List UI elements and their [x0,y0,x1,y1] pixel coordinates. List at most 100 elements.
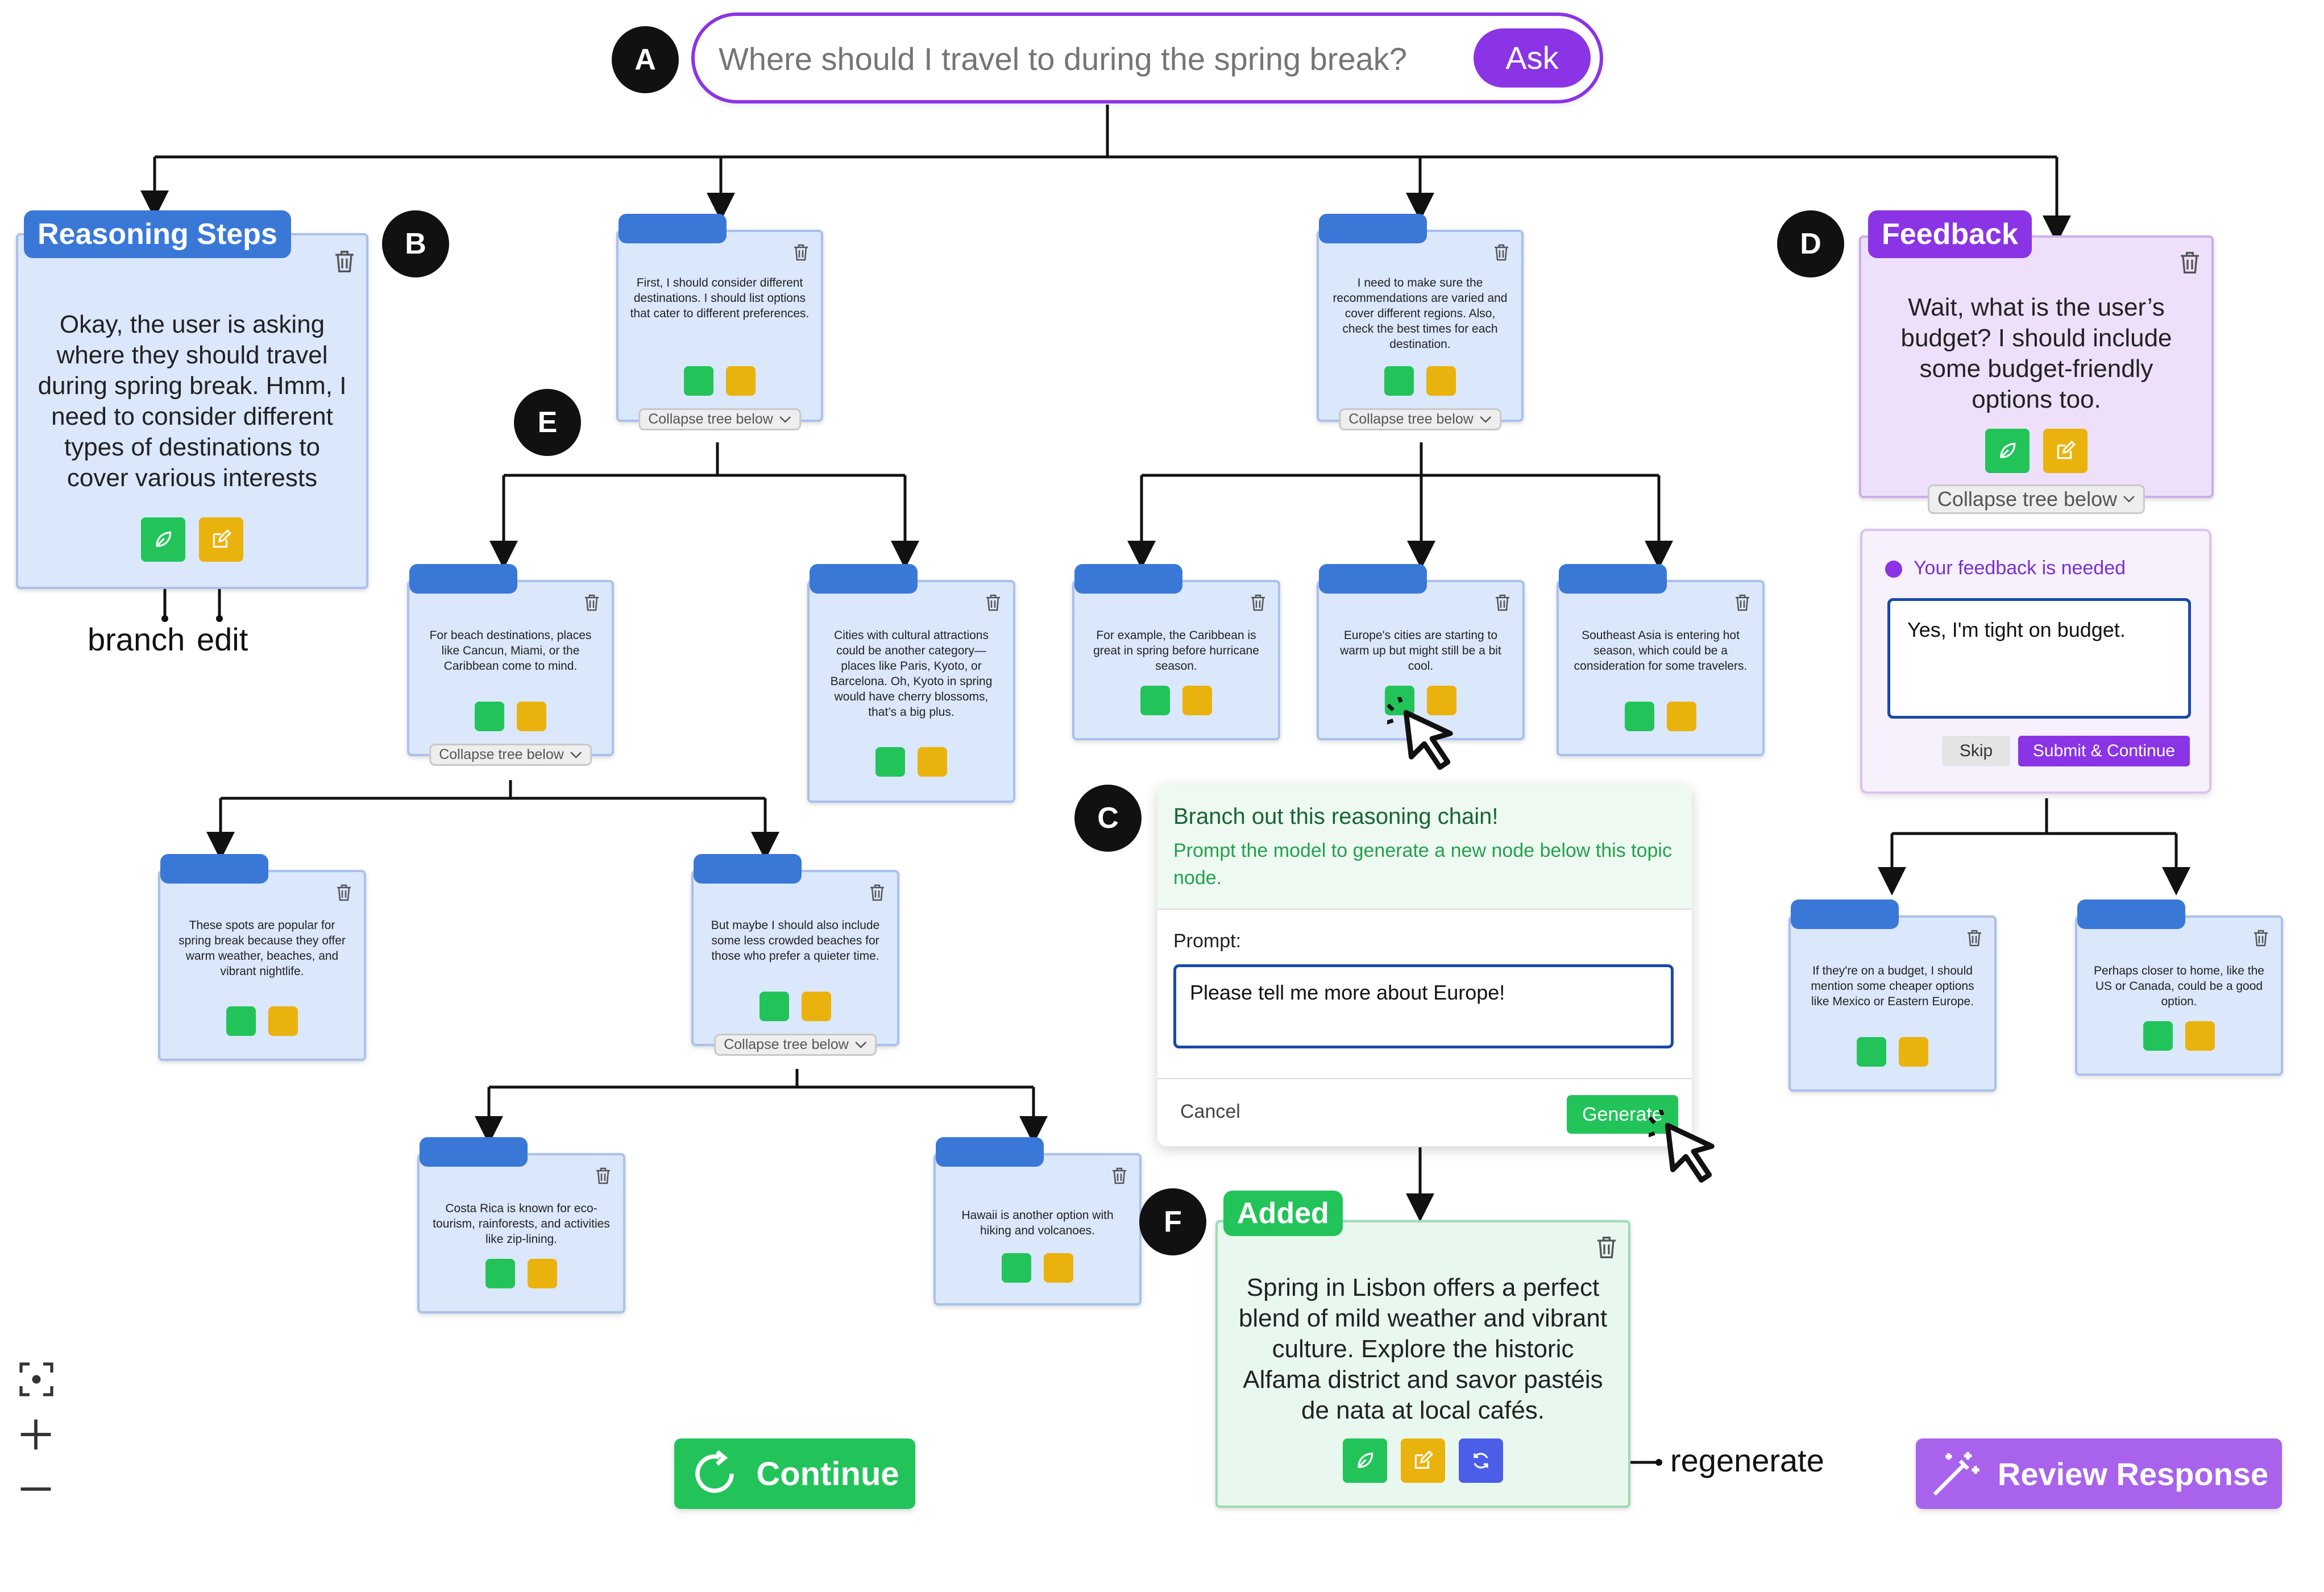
edit-button[interactable] [2185,1021,2215,1051]
collapse-tree-button[interactable]: Collapse tree below [638,408,801,430]
edit-button[interactable] [1899,1037,1928,1067]
edit-button[interactable] [1044,1253,1073,1283]
edit-button[interactable] [528,1259,557,1288]
branch-button[interactable] [1140,686,1170,715]
ask-button[interactable]: Ask [1474,28,1591,88]
collapse-tree-button[interactable]: Collapse tree below [1339,408,1501,430]
skip-button[interactable]: Skip [1942,736,2010,766]
collapse-tree-button[interactable]: Collapse tree below [1927,484,2145,514]
trash-icon[interactable] [2252,929,2269,947]
generate-button[interactable]: Generate [1567,1095,1678,1134]
query-input[interactable] [717,34,1470,83]
reasoning-node[interactable]: For beach destinations, places like Canc… [407,564,614,766]
trash-icon[interactable] [985,594,1002,612]
trash-icon[interactable] [1734,594,1751,612]
collapse-tree-button[interactable]: Collapse tree below [429,744,592,766]
edit-button[interactable] [1426,366,1456,396]
edit-button[interactable] [517,702,546,731]
reasoning-node[interactable]: These spots are popular for spring break… [158,854,366,1061]
reasoning-node[interactable]: Southeast Asia is entering hot season, w… [1557,564,1765,756]
node-tab[interactable] [1559,564,1667,594]
branch-button[interactable] [2143,1021,2173,1051]
feedback-input[interactable]: Yes, I'm tight on budget. [1887,598,2191,719]
node-tab[interactable] [694,854,802,884]
branch-button[interactable] [226,1006,256,1036]
edit-button[interactable] [726,366,756,396]
node-tab[interactable] [409,564,517,594]
edit-button[interactable] [802,992,831,1021]
branch-button[interactable] [141,517,185,562]
node-tab[interactable] [420,1137,528,1167]
node-text: I need to make sure the recommendations … [1333,276,1508,351]
reasoning-node[interactable]: If they're on a budget, I should mention… [1788,899,1997,1092]
branch-button[interactable] [475,702,504,731]
zoom-in-icon[interactable] [17,1416,55,1453]
prompt-input[interactable]: Please tell me more about Europe! [1173,964,1674,1048]
reasoning-node[interactable]: I need to make sure the recommendations … [1317,214,1524,430]
feedback-node[interactable]: Wait, what is the user’s budget? I shoul… [1859,235,2214,514]
node-tab[interactable] [936,1137,1044,1167]
node-tab[interactable] [810,564,918,594]
trash-icon[interactable] [1493,243,1510,262]
node-tab[interactable] [160,854,268,884]
node-tab[interactable] [1074,564,1182,594]
branch-button[interactable] [684,366,713,396]
trash-icon[interactable] [595,1167,612,1185]
edit-button[interactable] [199,517,243,562]
continue-button[interactable]: Continue [674,1438,915,1509]
branch-button[interactable] [1384,366,1414,396]
node-text: For example, the Caribbean is great in s… [1093,629,1259,673]
trash-icon[interactable] [1494,594,1511,612]
trash-icon[interactable] [335,884,352,902]
collapse-tree-button[interactable]: Collapse tree below [714,1034,877,1056]
branch-dialog: Branch out this reasoning chain! Prompt … [1157,785,1692,1146]
added-node[interactable]: Spring in Lisbon offers a perfect blend … [1215,1220,1630,1508]
node-tab[interactable] [1319,214,1427,243]
node-tab[interactable] [1319,564,1427,594]
edit-button[interactable] [1667,702,1696,731]
chevron-down-icon [854,1041,866,1048]
cancel-button[interactable]: Cancel [1180,1101,1240,1122]
regenerate-button[interactable] [1459,1438,1503,1483]
trash-icon[interactable] [333,249,356,274]
node-tab[interactable] [2077,899,2185,929]
branch-button[interactable] [760,992,789,1021]
trash-icon[interactable] [792,243,810,262]
reasoning-steps-node[interactable]: Okay, the user is asking where they shou… [16,233,368,589]
node-tab[interactable] [1791,899,1899,929]
branch-dialog-title: Branch out this reasoning chain! [1173,804,1499,829]
trash-icon[interactable] [583,594,600,612]
trash-icon[interactable] [1595,1235,1618,1260]
branch-button[interactable] [485,1259,515,1288]
branch-button[interactable] [1985,429,2030,473]
trash-icon[interactable] [1111,1167,1128,1185]
edit-button[interactable] [918,747,947,777]
reasoning-node[interactable]: Perhaps closer to home, like the US or C… [2075,899,2283,1076]
trash-icon[interactable] [2178,250,2201,275]
branch-button[interactable] [1002,1253,1031,1283]
trash-icon[interactable] [1966,929,1983,947]
edit-button[interactable] [1401,1438,1445,1483]
branch-button[interactable] [875,747,905,777]
reasoning-node[interactable]: Costa Rica is known for eco-tourism, rai… [417,1137,625,1313]
edit-button[interactable] [2043,429,2088,473]
reasoning-node[interactable]: Hawaii is another option with hiking and… [933,1137,1142,1305]
edit-button[interactable] [1182,686,1212,715]
edit-button[interactable] [268,1006,298,1036]
reasoning-node[interactable]: First, I should consider different desti… [616,214,823,430]
review-response-button[interactable]: Review Response [1916,1438,2282,1509]
node-tab[interactable] [619,214,727,243]
reasoning-node[interactable]: But maybe I should also include some les… [691,854,899,1056]
edit-button[interactable] [1427,686,1456,715]
branch-button[interactable] [1857,1037,1886,1067]
fit-view-icon[interactable] [19,1362,53,1396]
reasoning-node[interactable]: Europe's cities are starting to warm up … [1317,564,1525,740]
trash-icon[interactable] [1250,594,1267,612]
branch-button[interactable] [1625,702,1654,731]
reasoning-node[interactable]: For example, the Caribbean is great in s… [1072,564,1280,740]
submit-continue-button[interactable]: Submit & Continue [2018,736,2190,766]
zoom-out-icon[interactable] [17,1470,55,1508]
reasoning-node[interactable]: Cities with cultural attractions could b… [807,564,1015,803]
trash-icon[interactable] [869,884,886,902]
branch-button[interactable] [1343,1438,1387,1483]
